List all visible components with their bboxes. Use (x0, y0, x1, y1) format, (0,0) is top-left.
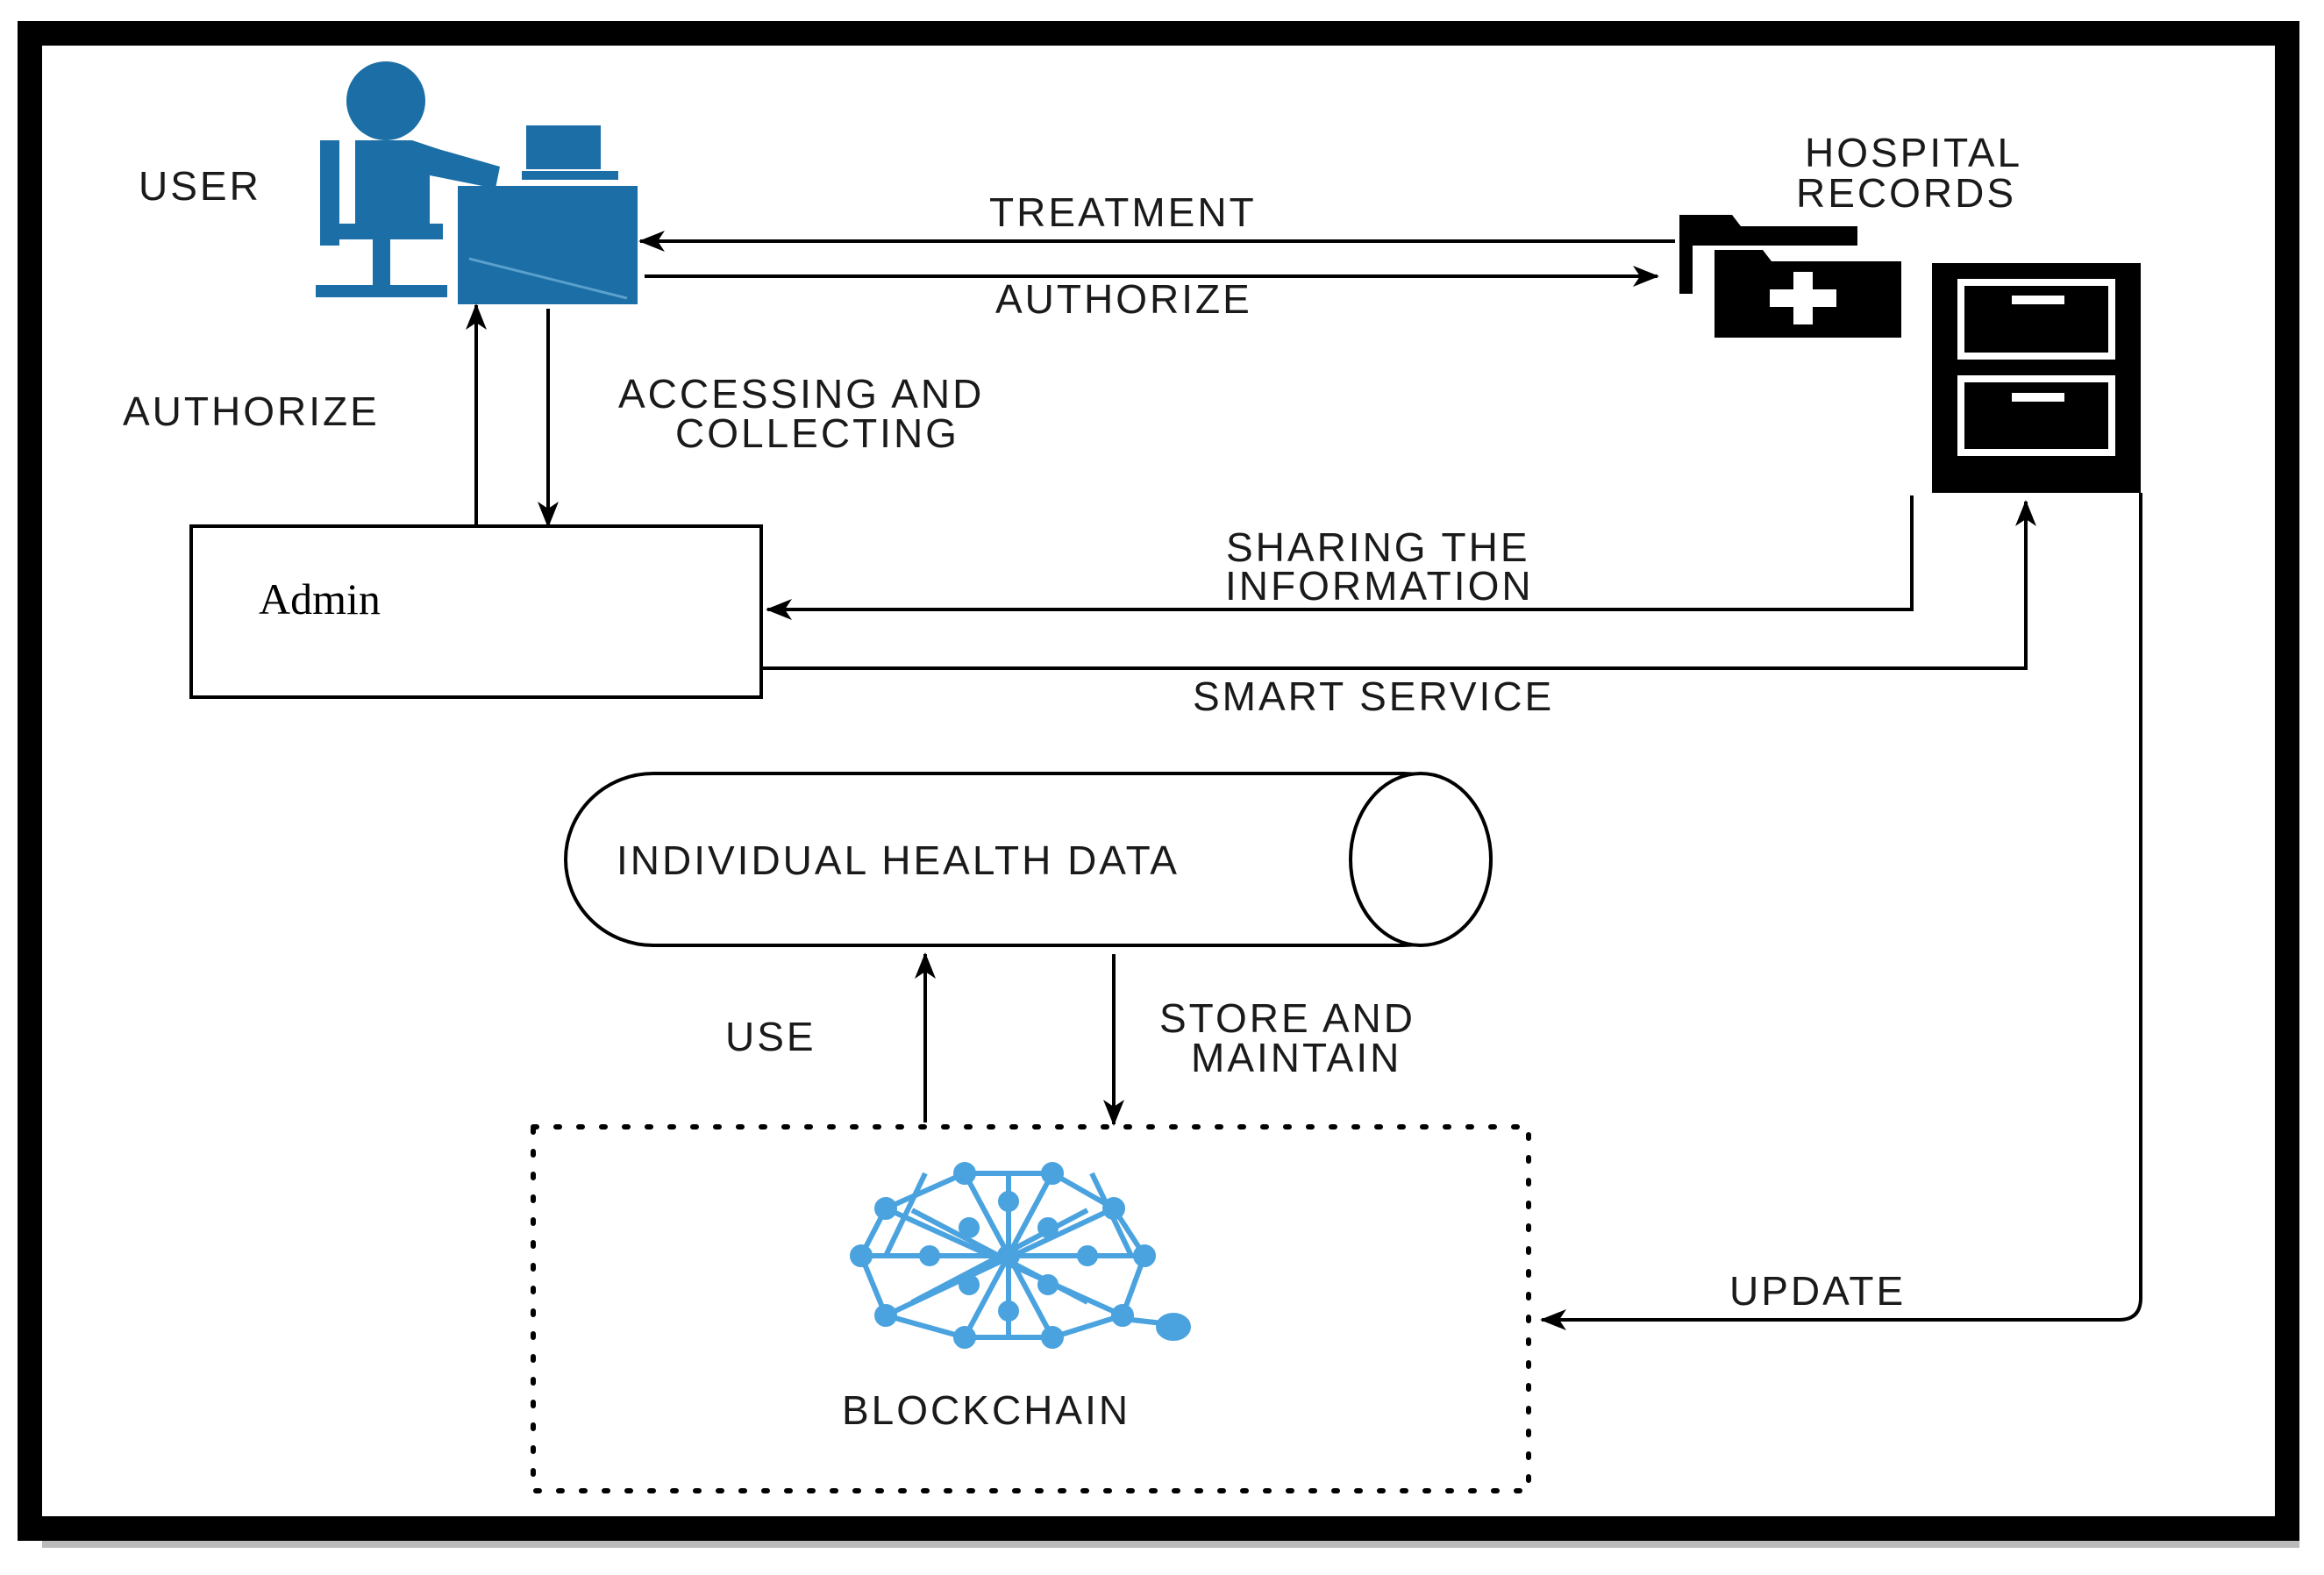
medical-folder-icon (1679, 215, 1901, 338)
blockchain-network-icon (850, 1162, 1191, 1349)
hospital-records-label-line2: RECORDS (1796, 170, 2016, 216)
health-data-label: INDIVIDUAL HEALTH DATA (617, 837, 1180, 883)
user-icon (316, 61, 638, 304)
update-arrow (1540, 493, 2142, 1330)
health-data-cylinder (564, 772, 1493, 947)
store-label-line1: STORE AND (1159, 995, 1415, 1041)
admin-label: Admin (259, 574, 381, 624)
sharing-arrow (766, 495, 1914, 620)
accessing-label-line1: ACCESSING AND (618, 371, 984, 417)
sharing-label-line2: INFORMATION (1225, 563, 1534, 609)
blockchain-box (531, 1124, 1531, 1493)
smart-service-label: SMART SERVICE (1193, 673, 1554, 719)
update-label: UPDATE (1729, 1268, 1906, 1314)
hospital-records-label-line1: HOSPITAL (1805, 130, 2022, 175)
authorize-top-label: AUTHORIZE (995, 276, 1252, 322)
accessing-label-line2: COLLECTING (675, 410, 959, 456)
frame-shadow (42, 1541, 2299, 1548)
use-label: USE (725, 1014, 816, 1059)
store-label-line2: MAINTAIN (1191, 1035, 1401, 1080)
blockchain-label: BLOCKCHAIN (842, 1387, 1130, 1433)
smart-service-arrow (761, 500, 2036, 670)
admin-box (189, 524, 763, 699)
filing-cabinet-icon (1932, 263, 2141, 493)
sharing-label-line1: SHARING THE (1226, 524, 1530, 570)
authorize-left-label: AUTHORIZE (123, 388, 380, 434)
user-label: USER (139, 163, 261, 209)
treatment-label: TREATMENT (989, 189, 1257, 235)
